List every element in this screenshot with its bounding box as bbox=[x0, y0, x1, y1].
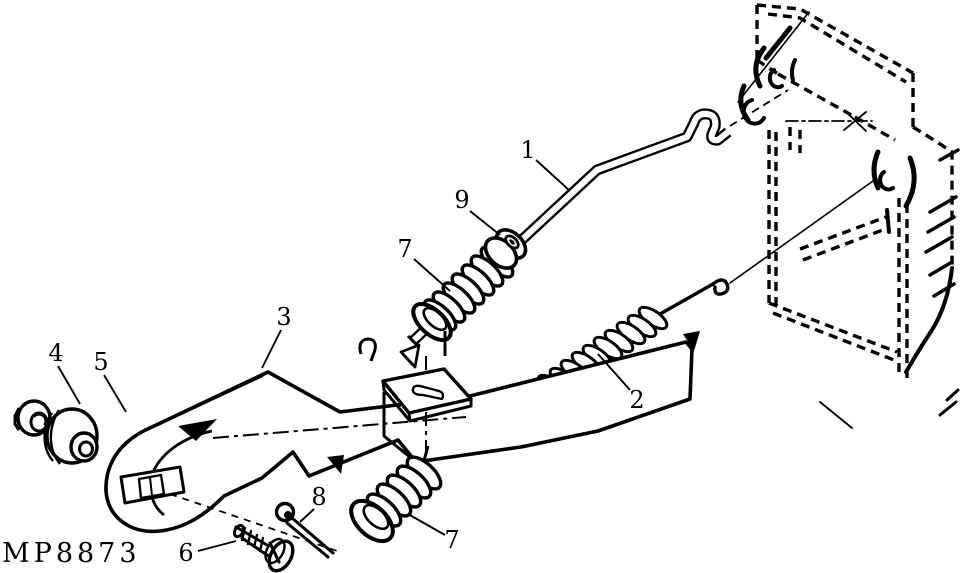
callout-1: 1 bbox=[520, 136, 536, 164]
housing-outline bbox=[755, 3, 954, 378]
callout-5: 5 bbox=[93, 348, 109, 376]
callout-9: 9 bbox=[454, 186, 470, 214]
callout-leader-lines bbox=[57, 159, 631, 552]
lower-compression-spring bbox=[349, 455, 443, 544]
callout-7-upper: 7 bbox=[397, 235, 413, 263]
rod-washer bbox=[483, 228, 528, 270]
callout-3: 3 bbox=[276, 303, 292, 331]
figure-code-label: MP8873 bbox=[2, 538, 141, 569]
flanged-nut bbox=[13, 399, 52, 437]
callout-6: 6 bbox=[178, 539, 194, 567]
assembly-guide-line bbox=[169, 493, 341, 553]
callout-2: 2 bbox=[629, 386, 645, 414]
lever-bracket bbox=[358, 331, 473, 469]
control-rod bbox=[399, 89, 789, 369]
callout-4: 4 bbox=[48, 339, 64, 367]
callout-8: 8 bbox=[311, 483, 327, 511]
housing-boss-details bbox=[729, 11, 960, 429]
upper-compression-spring bbox=[411, 245, 515, 342]
slotted-bolt bbox=[232, 523, 295, 573]
grooved-bushing bbox=[43, 407, 99, 465]
callout-7-lower: 7 bbox=[444, 526, 460, 554]
